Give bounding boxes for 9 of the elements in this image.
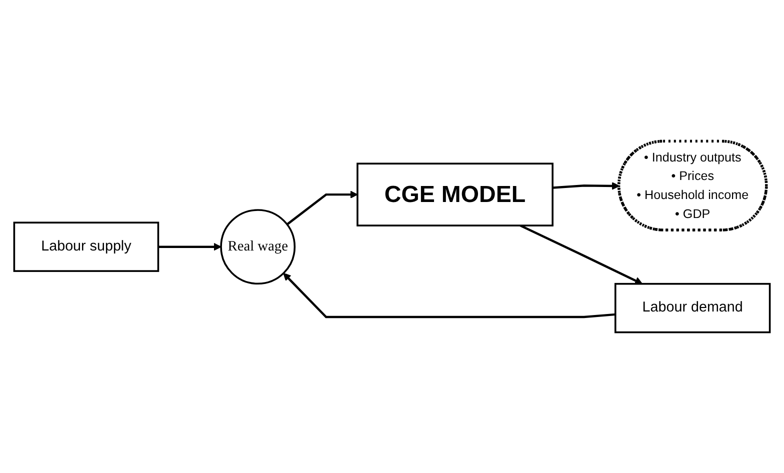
node-box: Labour supply <box>13 221 160 272</box>
node-circle: Real wage <box>220 208 296 284</box>
arrow <box>520 224 643 284</box>
arrow <box>158 242 222 251</box>
node-box: CGE MODEL <box>356 162 554 226</box>
arrow <box>286 190 358 226</box>
arrow <box>283 272 616 318</box>
arrow <box>552 182 620 190</box>
node-box: Labour demand <box>614 282 771 333</box>
